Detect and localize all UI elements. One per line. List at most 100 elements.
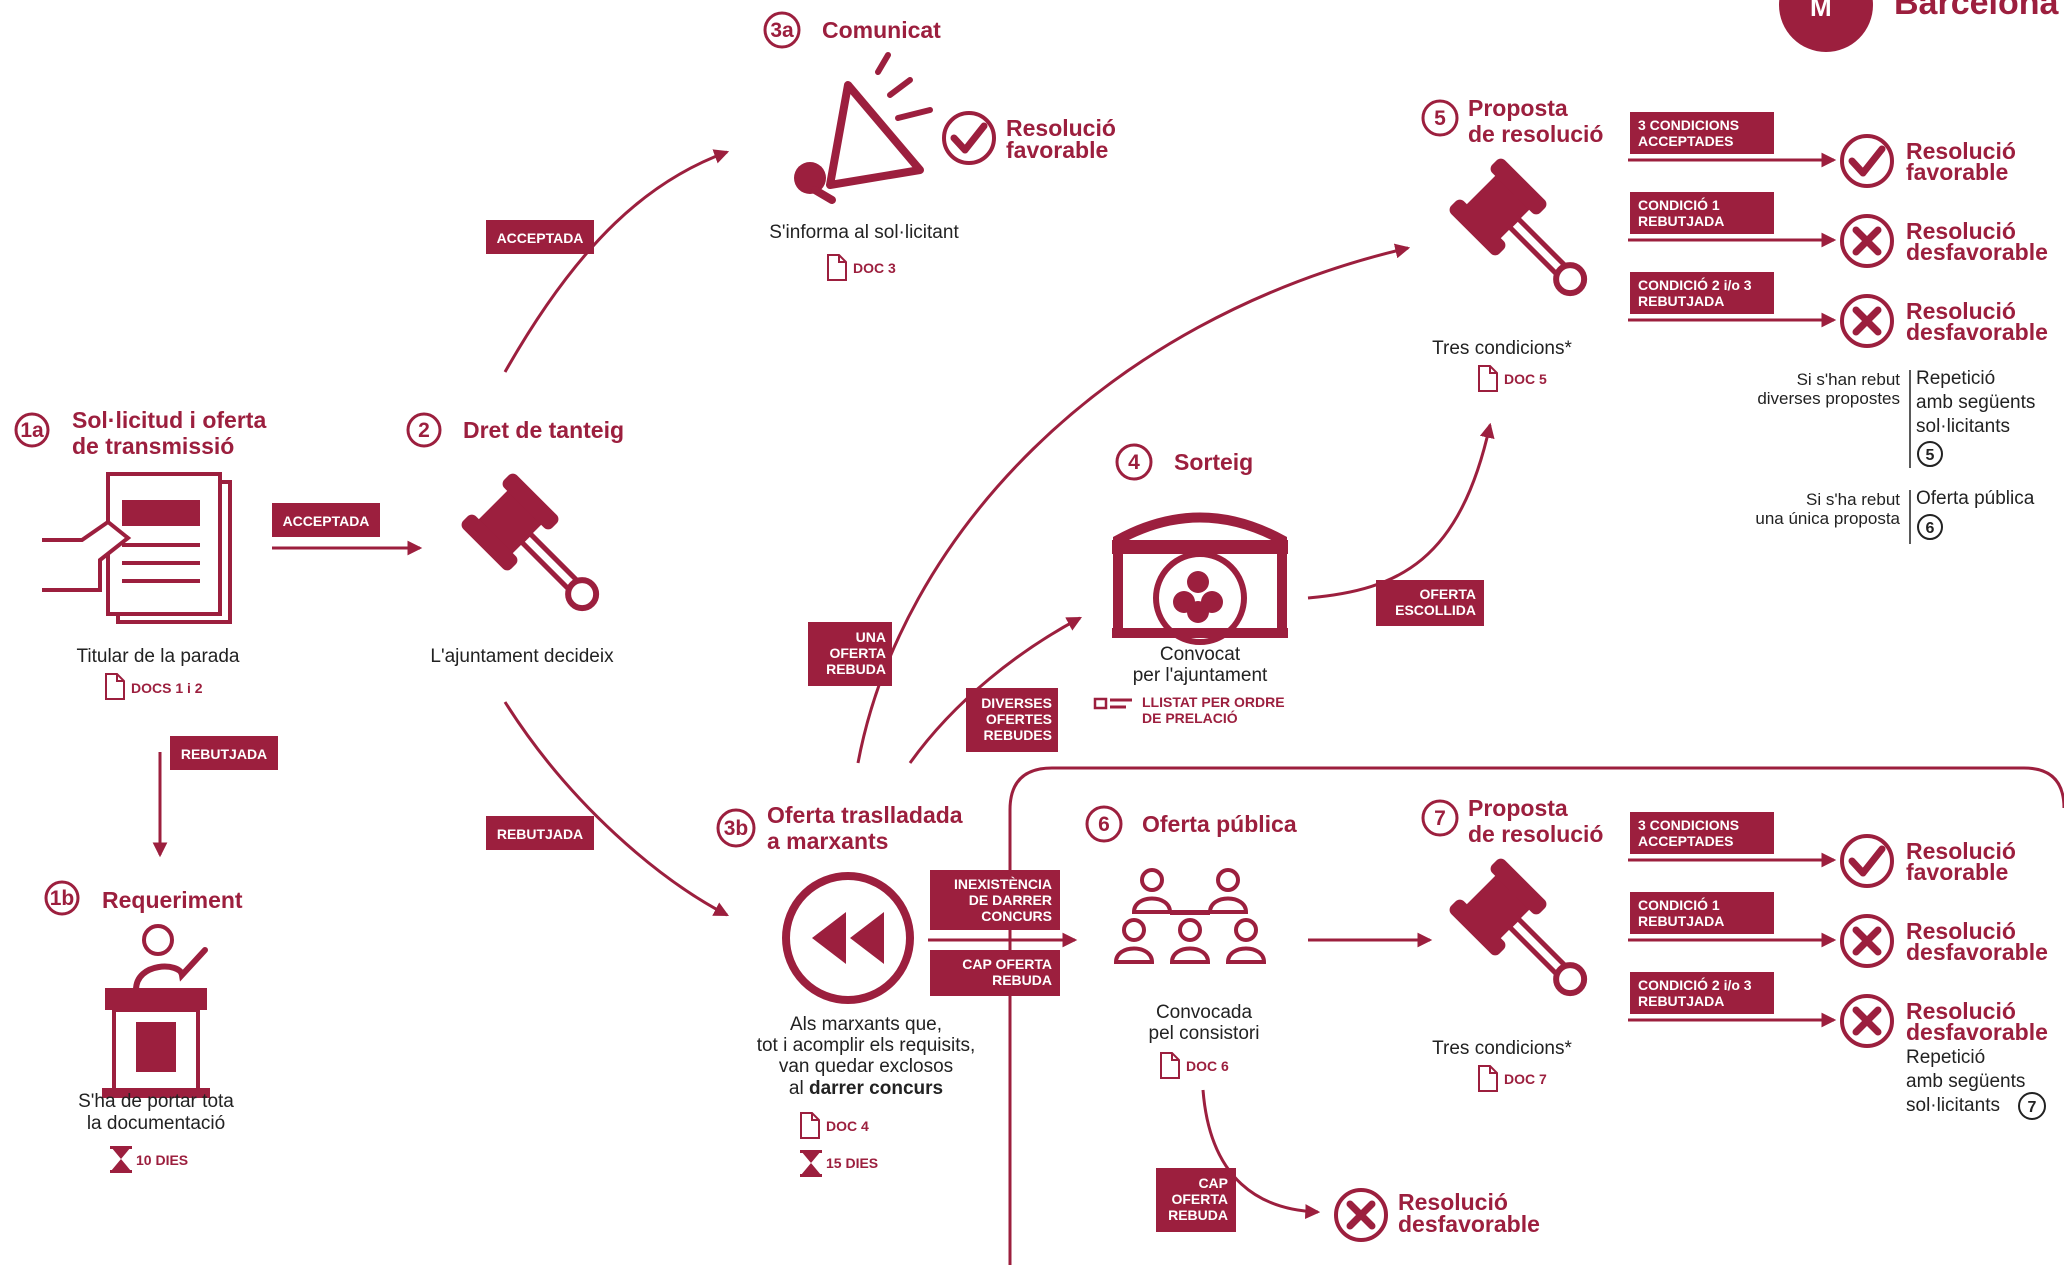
svg-text:ACCEPTADA: ACCEPTADA	[283, 513, 370, 529]
svg-text:sol·licitants: sol·licitants	[1916, 416, 2010, 437]
flow-label-several-offers: DIVERSES OFERTES REBUDES	[966, 688, 1058, 752]
step-caption-line-3: van quedar exclosos	[779, 1056, 953, 1077]
svg-text:ACCEPTADES: ACCEPTADES	[1638, 133, 1733, 149]
step-title-line-2: de resolució	[1468, 821, 1603, 847]
svg-text:REBUTJADA: REBUTJADA	[181, 746, 267, 762]
svg-text:CAP OFERTA: CAP OFERTA	[962, 956, 1052, 972]
svg-text:desfavorable: desfavorable	[1906, 319, 2048, 345]
check-circle-icon	[1842, 136, 1892, 186]
svg-text:desfavorable: desfavorable	[1906, 939, 2048, 965]
document-icon	[1478, 365, 1498, 392]
step-number: 1b	[50, 887, 75, 910]
flow-label-no-offer-received-1: CAP OFERTA REBUDA	[930, 950, 1060, 996]
conditions-step-7: 3 CONDICIONS ACCEPTADES Resolució favora…	[1630, 812, 2048, 1046]
step-title-line-1: Oferta traslladada	[767, 802, 963, 828]
brand-name: Barcelona	[1894, 0, 2059, 22]
svg-text:Resolució: Resolució	[1906, 298, 2016, 324]
doc-reference: DOC 7	[1504, 1071, 1547, 1087]
svg-text:REBUTJADA: REBUTJADA	[1638, 993, 1724, 1009]
svg-text:UNA: UNA	[856, 629, 886, 645]
lottery-drum-icon	[1112, 512, 1288, 645]
doc-reference: DOC 6	[1186, 1058, 1229, 1074]
document-icon	[1478, 1065, 1498, 1092]
cross-circle-icon	[1336, 1190, 1386, 1240]
step-1b: 1b Requeriment S'ha de portar tota la do…	[44, 880, 243, 1173]
step-reference-badge	[1917, 441, 1943, 467]
step-reference-badge	[1917, 514, 1943, 540]
city-seal-icon	[1779, 0, 1873, 52]
step-3a: 3a Comunicat Resolució favorable S'infor…	[763, 11, 1116, 281]
svg-text:ESCOLLIDA: ESCOLLIDA	[1395, 602, 1476, 618]
svg-text:M: M	[1810, 0, 1832, 22]
condition-row: CONDICIÓ 1 REBUTJADA Resolució desfavora…	[1630, 192, 2048, 266]
svg-text:REBUTJADA: REBUTJADA	[497, 826, 583, 842]
condition-row: CONDICIÓ 1 REBUTJADA Resolució desfavora…	[1630, 892, 2048, 966]
svg-text:5: 5	[1926, 447, 1935, 464]
cross-circle-icon	[1842, 996, 1892, 1046]
svg-text:Resolució: Resolució	[1906, 218, 2016, 244]
document-hand-icon	[42, 472, 232, 624]
svg-text:REBUDA: REBUDA	[826, 661, 886, 677]
svg-text:Resolució: Resolució	[1906, 998, 2016, 1024]
step-caption-line-1: S'ha de portar tota	[78, 1091, 234, 1112]
step-2: 2 Dret de tanteig L'ajuntament decideix	[406, 412, 624, 667]
svg-text:REBUDES: REBUDES	[984, 727, 1052, 743]
step-6: 6 Oferta pública Convocada pel consistor…	[1085, 805, 1297, 1079]
svg-text:REBUTJADA: REBUTJADA	[1638, 213, 1724, 229]
arrow-2-to-3a	[503, 149, 730, 373]
svg-text:favorable: favorable	[1906, 159, 2008, 185]
step-number-badge	[1421, 99, 1459, 137]
condition-row: CONDICIÓ 2 i/o 3 REBUTJADA Resolució des…	[1630, 272, 2048, 346]
flow-label-no-previous-contest: INEXISTÈNCIA DE DARRER CONCURS	[930, 870, 1060, 930]
step-caption-line-1: Convocat	[1160, 644, 1241, 665]
step-caption-line-4: al darrer concurs	[789, 1078, 943, 1099]
svg-text:Si s'han rebut: Si s'han rebut	[1797, 370, 1901, 389]
svg-text:Oferta pública: Oferta pública	[1916, 488, 2035, 509]
step-number: 3b	[724, 817, 749, 840]
check-circle-icon	[1842, 836, 1892, 886]
step-caption-line-2: tot i acomplir els requisits,	[757, 1035, 976, 1056]
step-title: Comunicat	[822, 17, 941, 43]
svg-text:REBUTJADA: REBUTJADA	[1638, 913, 1724, 929]
step-3b: 3b Oferta traslladada a marxants Als mar…	[716, 802, 976, 1177]
step-title: Oferta pública	[1142, 811, 1297, 837]
svg-text:diverses propostes: diverses propostes	[1757, 389, 1900, 408]
svg-text:desfavorable: desfavorable	[1398, 1211, 1540, 1237]
arrow-3b-to-4	[908, 616, 1082, 764]
step-title-line-1: Sol·licitud i oferta	[72, 407, 266, 433]
svg-text:3 CONDICIONS: 3 CONDICIONS	[1638, 817, 1739, 833]
note-several-proposals: Si s'han rebut diverses propostes Repeti…	[1757, 368, 2035, 468]
svg-text:Resolució: Resolució	[1906, 838, 2016, 864]
cross-circle-icon	[1842, 916, 1892, 966]
step-caption: Titular de la parada	[76, 646, 239, 667]
svg-text:3 CONDICIONS: 3 CONDICIONS	[1638, 117, 1739, 133]
svg-text:Resolució: Resolució	[1906, 918, 2016, 944]
flow-label-accepted-2: ACCEPTADA	[486, 220, 594, 254]
arrow-4-to-5	[1307, 422, 1495, 600]
svg-text:Resolució: Resolució	[1398, 1189, 1508, 1215]
list-icon	[1093, 697, 1132, 710]
doc-reference: DOC 4	[826, 1118, 869, 1134]
cross-circle-icon	[1842, 216, 1892, 266]
list-label-line-1: LLISTAT PER ORDRE	[1142, 694, 1285, 710]
result-title-line-1: Resolució	[1006, 115, 1116, 141]
result-no-offer: Resolució desfavorable	[1336, 1189, 1540, 1240]
svg-text:OFERTA: OFERTA	[829, 645, 886, 661]
condition-row: 3 CONDICIONS ACCEPTADES Resolució favora…	[1630, 812, 2016, 886]
step-caption-line-1: Convocada	[1156, 1002, 1253, 1023]
document-icon	[827, 254, 847, 281]
svg-text:6: 6	[1926, 520, 1935, 537]
step-5: 5 Proposta de resolució Tres condicions*…	[1421, 95, 1607, 392]
svg-text:REBUTJADA: REBUTJADA	[1638, 293, 1724, 309]
svg-text:DIVERSES: DIVERSES	[981, 695, 1052, 711]
step-number-badge	[406, 412, 442, 448]
flow-label-rejected-1: REBUTJADA	[170, 736, 278, 770]
flow-label-no-offer-received-2: CAP OFERTA REBUDA	[1156, 1168, 1236, 1232]
arrow-2-to-3b	[503, 701, 729, 917]
flow-label-rejected-2: REBUTJADA	[486, 816, 594, 850]
step-caption-line-2: la documentació	[87, 1113, 225, 1134]
note-single-proposal: Si s'ha rebut una única proposta Oferta …	[1755, 488, 2035, 544]
svg-text:Resolució: Resolució	[1906, 138, 2016, 164]
hourglass-icon	[110, 1146, 132, 1173]
